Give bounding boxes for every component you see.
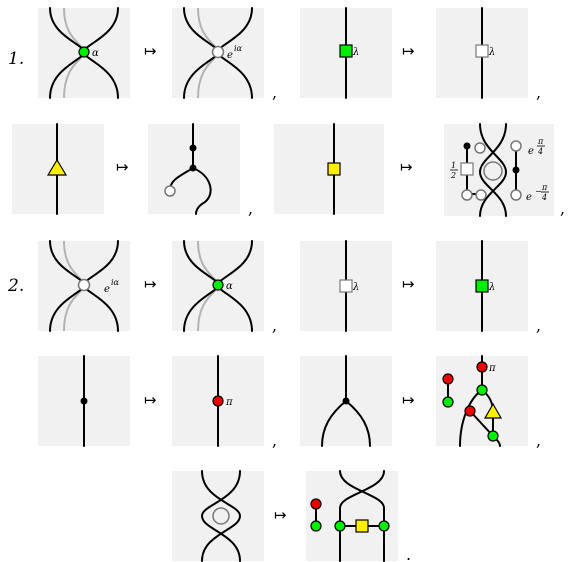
green-spider: [310, 520, 322, 532]
row2-panel4: 1 2 e π 4 e − π 4: [444, 123, 554, 217]
maps-to-arrow: ↦: [402, 391, 415, 409]
maps-to-arrow: ↦: [144, 275, 157, 293]
green-square: [475, 279, 489, 293]
section-number-2: 2.: [7, 276, 24, 296]
red-spider: [476, 361, 488, 373]
green-spider: [78, 46, 90, 58]
alpha-label: α: [92, 48, 99, 59]
red-spider: [464, 405, 476, 417]
pi-denominator: 4: [537, 147, 543, 156]
black-dot: [342, 397, 350, 405]
comma-separator: ,: [272, 431, 277, 450]
white-node: [164, 185, 176, 197]
black-dot: [189, 164, 197, 172]
comma-separator: ,: [272, 83, 277, 102]
red-spider: [310, 498, 322, 510]
minus-sign: −: [535, 187, 542, 196]
pi-numerator: π: [537, 137, 544, 146]
white-node: [474, 142, 486, 154]
yellow-triangle: [46, 158, 68, 176]
green-spider: [442, 396, 454, 408]
pi-numerator: π: [541, 183, 548, 192]
white-square: [460, 162, 474, 176]
half-denominator: 2: [450, 171, 456, 180]
comma-separator: ,: [536, 316, 541, 335]
section-number-1: 1.: [8, 49, 24, 69]
comma-separator: ,: [272, 316, 277, 335]
e-label: e: [227, 50, 233, 61]
row5-panel1: [172, 470, 264, 562]
lambda-label: λ: [352, 282, 359, 293]
white-node: [510, 140, 522, 152]
e-label: e: [528, 146, 534, 157]
green-spider: [334, 520, 346, 532]
lambda-label: λ: [352, 47, 359, 58]
row1-panel1: α: [38, 7, 130, 99]
white-spider-large: [212, 507, 230, 525]
row4-panel4: π: [436, 355, 528, 447]
row2-panel3: [274, 123, 384, 215]
green-square: [339, 44, 353, 58]
white-square: [475, 44, 489, 58]
row4-panel2: π: [172, 355, 264, 447]
maps-to-arrow: ↦: [144, 391, 157, 409]
yellow-square: [327, 162, 341, 176]
black-dot: [189, 144, 197, 152]
maps-to-arrow: ↦: [144, 42, 157, 60]
green-spider: [378, 520, 390, 532]
white-node: [475, 189, 487, 201]
white-square: [339, 279, 353, 293]
green-spider: [476, 384, 488, 396]
row2-panel1: [12, 123, 104, 215]
row3-panel3: λ: [300, 240, 392, 332]
red-spider: [442, 373, 454, 385]
i-alpha-superscript: iα: [111, 278, 120, 287]
row4-panel3: [300, 355, 392, 447]
red-spider: [212, 395, 224, 407]
maps-to-arrow: ↦: [116, 158, 129, 176]
row5-panel2: [306, 470, 398, 562]
comma-separator: ,: [536, 83, 541, 102]
black-dot: [463, 142, 471, 150]
comma-separator: ,: [248, 199, 253, 218]
white-node: [510, 189, 522, 201]
green-spider: [212, 279, 224, 291]
pi-label: π: [225, 397, 233, 408]
maps-to-arrow: ↦: [400, 158, 413, 176]
row1-panel4: λ: [436, 7, 528, 99]
lambda-label: λ: [488, 47, 495, 58]
white-node: [461, 189, 473, 201]
maps-to-arrow: ↦: [402, 42, 415, 60]
white-spider-large: [483, 161, 503, 181]
pi-label: π: [488, 363, 496, 374]
pi-denominator: 4: [541, 193, 547, 202]
alpha-label: α: [226, 281, 233, 292]
row3-panel1: e iα: [38, 240, 130, 332]
comma-separator: ,: [560, 199, 565, 218]
comma-separator: ,: [536, 431, 541, 450]
black-dot: [512, 166, 520, 174]
row2-panel2: [148, 123, 240, 215]
half-numerator: 1: [451, 161, 456, 170]
i-alpha-superscript: iα: [234, 44, 243, 53]
row1-panel3: λ: [300, 7, 392, 99]
white-spider: [211, 45, 225, 59]
maps-to-arrow: ↦: [402, 275, 415, 293]
maps-to-arrow: ↦: [274, 506, 287, 524]
final-period: .: [406, 545, 411, 562]
e-label: e: [104, 284, 110, 295]
row3-panel2: α: [172, 240, 264, 332]
lambda-label: λ: [488, 282, 495, 293]
row1-panel2: e iα: [172, 7, 264, 99]
row4-panel1: [38, 355, 130, 447]
white-spider: [77, 278, 91, 292]
row3-panel4: λ: [436, 240, 528, 332]
green-spider: [487, 430, 499, 442]
e-label: e: [526, 192, 532, 203]
yellow-triangle: [483, 402, 503, 419]
black-dot: [80, 397, 88, 405]
yellow-square: [355, 519, 369, 533]
